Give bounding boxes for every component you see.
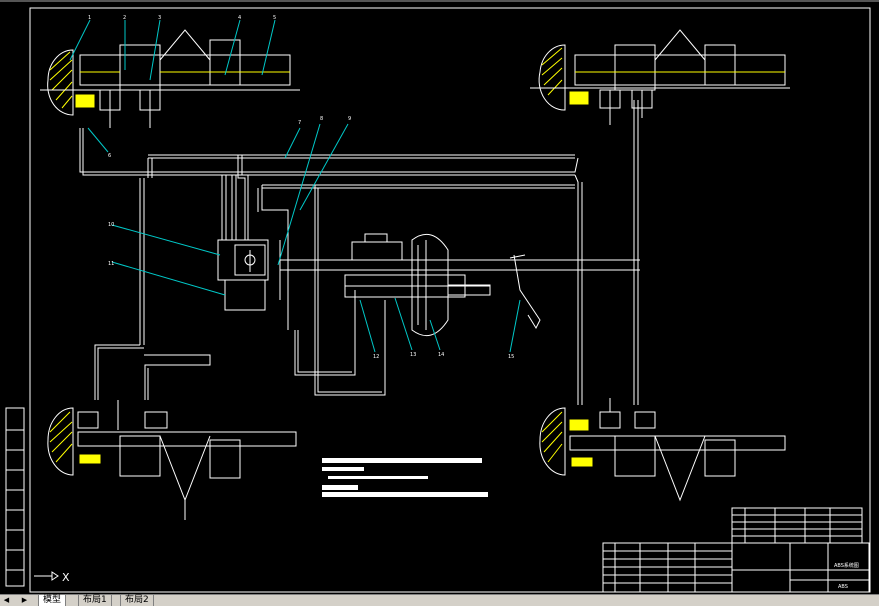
tab-nav-next-button[interactable]: ▶ — [21, 596, 28, 604]
balloon-1: 1 — [88, 15, 91, 21]
balloon-9: 9 — [348, 116, 351, 122]
wheel-brake-top-left — [40, 29, 300, 128]
balloon-labels: 1 2 3 4 5 6 7 8 9 10 11 12 13 14 15 — [88, 15, 514, 360]
wheel-brake-bottom-right — [539, 398, 786, 502]
left-margin-strip — [5, 407, 25, 587]
technical-requirements — [322, 458, 488, 497]
balloon-15: 15 — [508, 354, 514, 360]
ucs-icon: X — [34, 571, 70, 584]
wheel-brake-bottom-left — [47, 400, 297, 520]
balloon-13: 13 — [410, 352, 416, 358]
balloon-3: 3 — [158, 15, 161, 21]
tab-layout2[interactable]: 布局2 — [120, 595, 154, 606]
title-block-text: ABS系统图 ABS — [834, 562, 859, 590]
abs-hydraulic-unit — [217, 239, 281, 311]
drawing-border — [29, 7, 871, 593]
leader-lines — [69, 19, 521, 353]
balloon-2: 2 — [123, 15, 126, 21]
wheel-brake-top-right — [530, 29, 790, 125]
tab-nav-first-button[interactable]: ◀ — [3, 596, 10, 604]
balloon-10: 10 — [108, 222, 114, 228]
ucs-x-label: X — [62, 571, 70, 584]
balloon-7: 7 — [298, 120, 301, 126]
brake-pedal — [509, 254, 541, 330]
balloon-12: 12 — [373, 354, 379, 360]
layout-tab-bar: ◀ ▶ 模型 布局1 布局2 — [0, 594, 879, 606]
drawing-name: ABS系统图 — [834, 562, 859, 569]
title-block — [602, 507, 870, 593]
tab-layout1[interactable]: 布局1 — [78, 595, 112, 606]
drawing-code: ABS — [838, 584, 848, 590]
balloon-8: 8 — [320, 116, 323, 122]
balloon-14: 14 — [438, 352, 444, 358]
balloon-5: 5 — [273, 15, 276, 21]
tab-model[interactable]: 模型 — [38, 595, 67, 606]
balloon-11: 11 — [108, 261, 114, 267]
master-cylinder-booster — [280, 233, 640, 337]
balloon-4: 4 — [238, 15, 241, 21]
balloon-6: 6 — [108, 153, 111, 159]
brake-pipes — [79, 100, 639, 405]
